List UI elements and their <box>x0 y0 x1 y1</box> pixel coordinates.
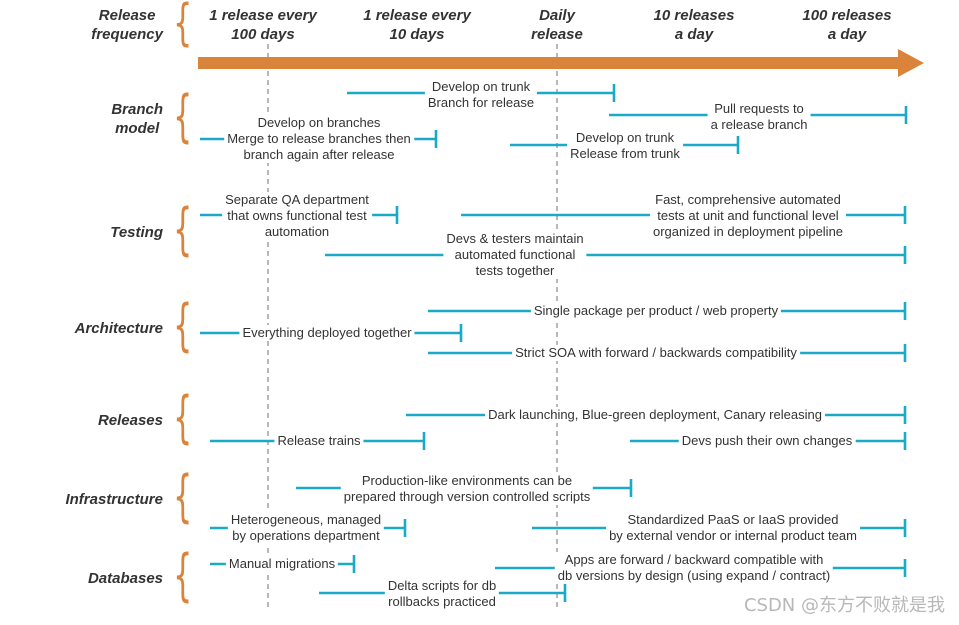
bar-label-line: by operations department <box>232 528 380 543</box>
bar-label-line: branch again after release <box>243 147 395 162</box>
bar-label-line: rollbacks practiced <box>388 594 496 609</box>
bar-label-line: a release branch <box>710 117 808 132</box>
bar-label-line: organized in deployment pipeline <box>652 224 844 239</box>
frequency-header-line: a day <box>674 26 714 43</box>
frequency-header-line: 100 releases <box>802 7 892 24</box>
bar-label-7: Single package per product / web propert… <box>530 303 782 319</box>
bar-label-line: Release from trunk <box>570 146 680 161</box>
bar-label-line: by external vendor or internal product t… <box>609 528 857 543</box>
bar-label-line: tests together <box>475 263 555 278</box>
bar-label-line: Production-like environments can be <box>361 473 573 488</box>
row-label-line: Architecture <box>74 319 163 337</box>
bar-label-line: Pull requests to <box>714 101 804 116</box>
row-label-5: Databases <box>88 569 163 588</box>
bar-label-line: Manual migrations <box>228 556 336 571</box>
brace-release-frequency: { <box>173 0 193 52</box>
brace-row-3: { <box>173 385 193 451</box>
row-label-4: Infrastructure <box>65 490 163 509</box>
bar-label-line: Develop on trunk <box>431 79 531 94</box>
bar-label-line: Dark launching, Blue-green deployment, C… <box>488 407 822 422</box>
row-label-line: Branch <box>111 101 163 118</box>
bar-label-9: Strict SOA with forward / backwards comp… <box>512 345 800 361</box>
brace-row-4: { <box>173 464 193 530</box>
bar-label-line: Develop on branches <box>257 115 381 130</box>
bar-label-line: that owns functional test <box>227 208 367 223</box>
row-label-0: Branch model <box>111 100 163 138</box>
frequency-column-header-4: 100 releases a day <box>802 6 891 44</box>
frequency-header-line: 1 release every <box>209 7 317 24</box>
brace-row-2: { <box>173 293 193 359</box>
frequency-column-header-1: 1 release every 10 days <box>363 6 471 44</box>
bar-label-line: Everything deployed together <box>242 325 412 340</box>
bar-label-line: Merge to release branches then <box>227 131 411 146</box>
frequency-header-line: 1 release every <box>363 7 471 24</box>
frequency-column-header-3: 10 releases a day <box>654 6 735 44</box>
bar-label-12: Devs push their own changes <box>678 433 856 449</box>
watermark: CSDN @东方不败就是我 <box>743 595 945 616</box>
row-label-line: Release <box>98 7 156 24</box>
bar-label-line: automated functional <box>454 247 576 262</box>
bar-label-line: Branch for release <box>427 95 535 110</box>
row-label-1: Testing <box>110 223 163 242</box>
frequency-header-line: 100 days <box>231 26 295 43</box>
bar-label-line: prepared through version controlled scri… <box>343 489 591 504</box>
bar-label-line: Fast, comprehensive automated <box>655 192 841 207</box>
bar-label-line: Strict SOA with forward / backwards comp… <box>515 345 797 360</box>
brace-row-1: { <box>173 197 193 263</box>
bar-label-line: Delta scripts for db <box>387 578 497 593</box>
bar-label-line: Devs & testers maintain <box>446 231 584 246</box>
row-label-line: Testing <box>110 223 163 241</box>
row-label-line: frequency <box>91 26 163 43</box>
bar-label-line: Develop on trunk <box>575 130 675 145</box>
row-label-line: Databases <box>87 569 163 587</box>
frequency-column-header-0: 1 release every 100 days <box>209 6 317 44</box>
row-label-line: model <box>115 120 160 137</box>
bar-label-8: Everything deployed together <box>239 325 415 341</box>
bar-label-16: Manual migrations <box>225 556 339 572</box>
frequency-header-line: 10 releases <box>653 7 735 24</box>
bar-label-line: automation <box>264 224 330 239</box>
frequency-arrow-head <box>898 49 924 77</box>
bar-label-line: db versions by design (using expand / co… <box>557 568 831 583</box>
bar-label-line: Release trains <box>277 433 361 448</box>
bar-label-17: Apps are forward / backward compatible w… <box>554 552 834 584</box>
frequency-header-line: release <box>531 26 583 43</box>
bar-label-line: tests at unit and functional level <box>657 208 839 223</box>
bar-label-10: Dark launching, Blue-green deployment, C… <box>485 407 825 423</box>
row-label-line: Infrastructure <box>65 490 163 508</box>
bar-label-11: Release trains <box>274 433 364 449</box>
frequency-header-line: a day <box>827 26 867 43</box>
row-label-2: Architecture <box>75 319 163 338</box>
frequency-header-line: 10 days <box>389 26 445 43</box>
bar-label-line: Single package per product / web propert… <box>533 303 779 318</box>
bar-label-line: Devs push their own changes <box>681 433 853 448</box>
brace-row-5: { <box>173 543 193 609</box>
frequency-header-line: Daily <box>539 7 575 24</box>
bar-label-line: Apps are forward / backward compatible w… <box>564 552 824 567</box>
bar-label-line: Separate QA department <box>225 192 369 207</box>
frequency-column-header-2: Daily release <box>531 6 583 44</box>
bar-label-line: Heterogeneous, managed <box>230 512 382 527</box>
bar-label-line: Standardized PaaS or IaaS provided <box>627 512 839 527</box>
row-label-line: Releases <box>97 411 163 429</box>
row-label-release-frequency: Release frequency <box>91 6 163 44</box>
brace-row-0: { <box>173 84 193 150</box>
row-label-3: Releases <box>98 411 163 430</box>
